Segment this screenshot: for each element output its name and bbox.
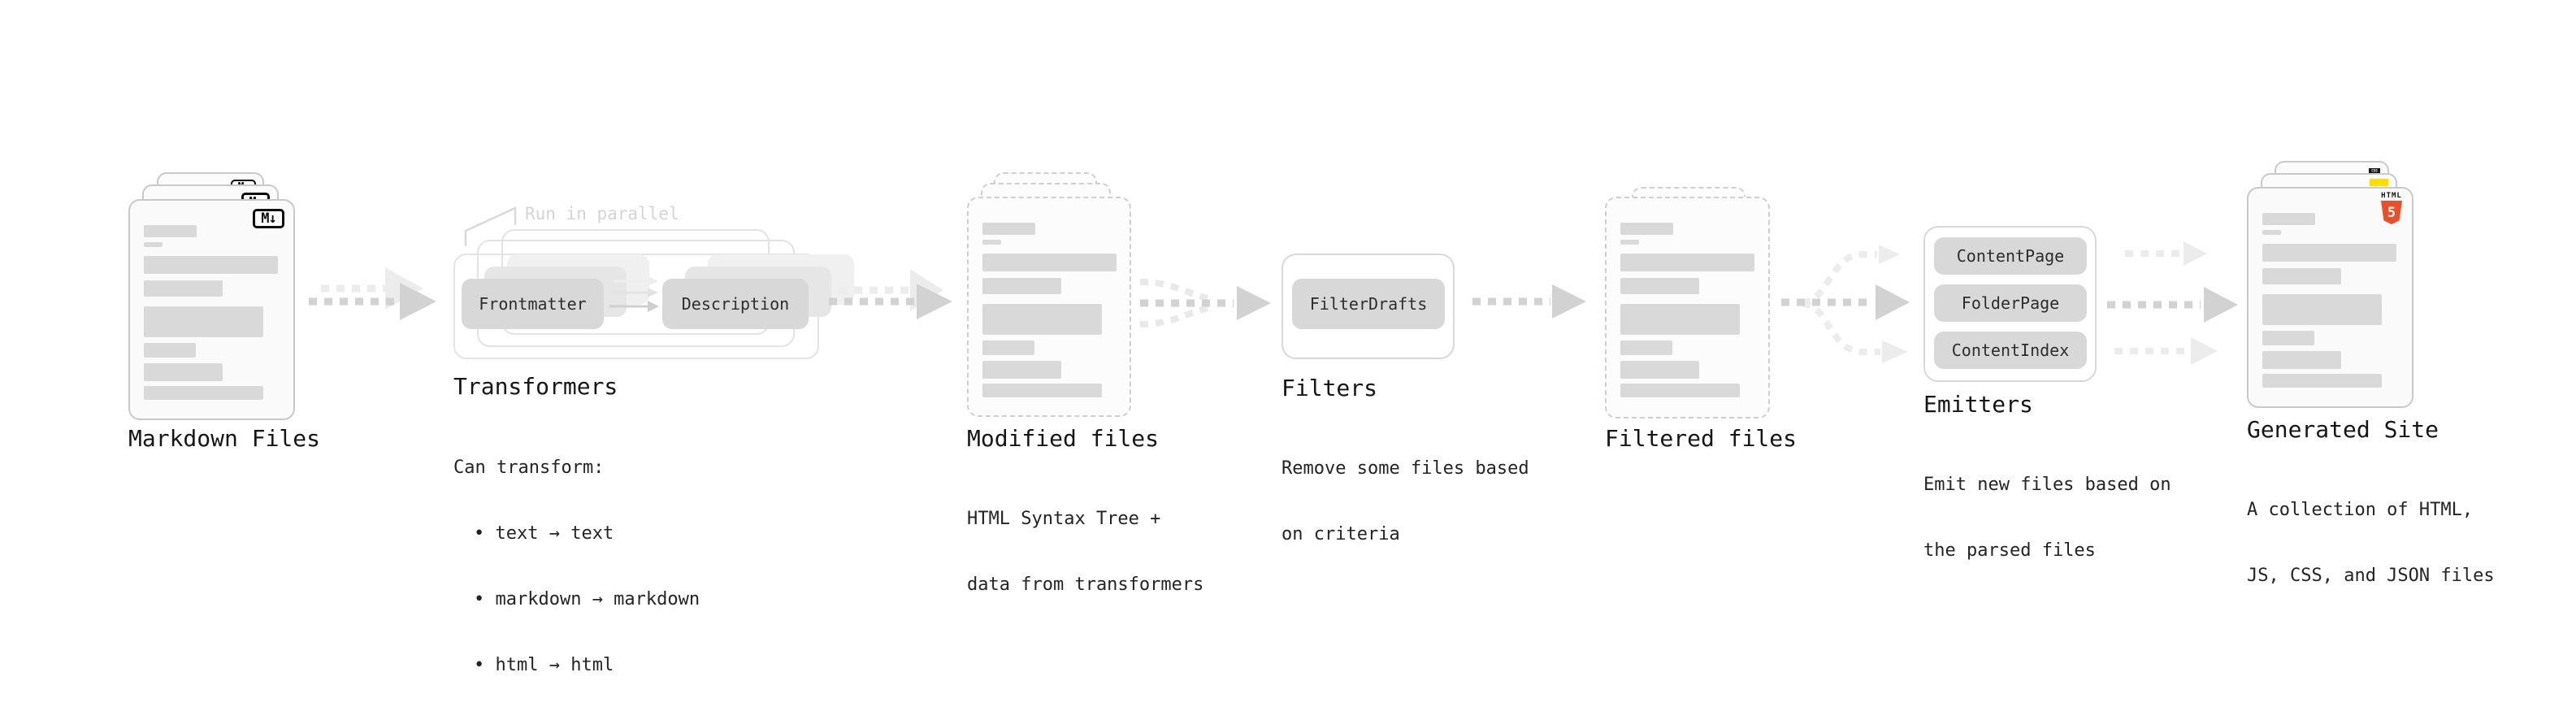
doc-text-line: [144, 256, 278, 274]
transformer-step-frontmatter: Frontmatter: [462, 279, 604, 329]
description-line: • html → html: [474, 655, 614, 675]
filters-title: Filters: [1281, 375, 1378, 401]
description-line: JS, CSS, and JSON files: [2247, 566, 2495, 586]
emitters-title: Emitters: [1923, 391, 2033, 418]
description-line: the parsed files: [1923, 540, 2096, 561]
generated-site-title: Generated Site: [2247, 416, 2439, 443]
doc-text-line: [2262, 244, 2396, 262]
transformers-title: Transformers: [453, 373, 618, 400]
doc-text-line: [1620, 340, 1672, 355]
doc-text-line: [2262, 213, 2315, 225]
doc-text-line: [2262, 230, 2281, 235]
arrow-modified-to-filters: [1139, 279, 1271, 327]
transformers-description: Can transform: • text → text • markdown …: [453, 413, 700, 720]
doc-text-line: [982, 278, 1061, 294]
modified-document: [967, 197, 1131, 417]
emitter-contentpage: ContentPage: [1934, 237, 2087, 275]
html5-icon-number: 5: [2387, 204, 2396, 221]
markdown-files-title: Markdown Files: [128, 425, 321, 452]
doc-text-line: [1620, 384, 1740, 397]
doc-text-line: [1620, 254, 1754, 271]
transformer-step-description: Description: [662, 279, 809, 329]
arrow-filters-to-filtered: [1472, 284, 1586, 319]
doc-text-line: [982, 304, 1102, 335]
doc-text-line: [1620, 278, 1699, 294]
html5-icon: HTML 5: [2379, 193, 2404, 224]
doc-text-line: [1620, 304, 1740, 335]
doc-text-line: [144, 306, 263, 337]
doc-text-line: [982, 240, 1001, 245]
doc-text-line: [144, 386, 263, 400]
arrow-filtered-to-emitters: [1781, 245, 1910, 363]
doc-text-line: [2262, 268, 2341, 284]
doc-text-line: [1620, 361, 1699, 379]
description-line: Can transform:: [453, 458, 605, 478]
description-line: • markdown → markdown: [474, 589, 700, 609]
doc-text-line: [982, 254, 1117, 271]
generated-document-html: HTML 5: [2247, 187, 2413, 408]
modified-files-description: HTML Syntax Tree + data from transformer…: [967, 464, 1203, 640]
description-line: on criteria: [1281, 524, 1400, 544]
generated-site-description: A collection of HTML, JS, CSS, and JSON …: [2247, 455, 2495, 631]
doc-text-line: [1620, 223, 1673, 235]
modified-files-title: Modified files: [967, 425, 1160, 452]
filters-description: Remove some files based on criteria: [1281, 414, 1529, 589]
arrow-emitters-to-generated: [2107, 241, 2238, 365]
doc-text-line: [144, 242, 163, 247]
doc-text-line: [2262, 351, 2341, 369]
filter-filterdrafts: FilterDrafts: [1292, 279, 1445, 329]
css-icon-label: CSS: [2371, 168, 2378, 173]
doc-text-line: [144, 225, 197, 237]
arrow-markdown-to-transformers: [309, 267, 436, 320]
emitter-contentindex: ContentIndex: [1934, 332, 2087, 369]
emitter-folderpage: FolderPage: [1934, 284, 2087, 322]
html5-icon-label: HTML: [2381, 192, 2402, 200]
doc-text-line: [982, 361, 1061, 379]
run-in-parallel-annotation: Run in parallel: [525, 204, 679, 223]
filtered-document: [1605, 197, 1770, 419]
markdown-icon: M↓: [253, 209, 284, 228]
emitters-description: Emit new files based on the parsed files: [1923, 430, 2171, 605]
doc-text-line: [2262, 374, 2382, 388]
doc-text-line: [2262, 331, 2314, 345]
filtered-files-title: Filtered files: [1605, 425, 1798, 452]
doc-text-line: [2262, 294, 2382, 325]
markdown-document: M↓: [128, 199, 295, 420]
doc-text-line: [144, 363, 223, 381]
doc-text-line: [144, 280, 223, 297]
doc-text-line: [1620, 240, 1639, 245]
description-line: data from transformers: [967, 575, 1204, 595]
doc-text-line: [982, 223, 1035, 235]
description-line: HTML Syntax Tree +: [967, 509, 1161, 529]
description-line: Emit new files based on: [1923, 475, 2171, 495]
description-line: A collection of HTML,: [2247, 500, 2474, 520]
pipeline-diagram: M↓ M↓ M↓ Markdown Files Run in parallel …: [128, 161, 2495, 675]
doc-text-line: [982, 384, 1102, 397]
description-line: Remove some files based: [1281, 458, 1529, 479]
doc-text-line: [144, 343, 196, 358]
description-line: • text → text: [474, 523, 614, 544]
js-icon: [2370, 179, 2388, 186]
doc-text-line: [982, 340, 1034, 355]
